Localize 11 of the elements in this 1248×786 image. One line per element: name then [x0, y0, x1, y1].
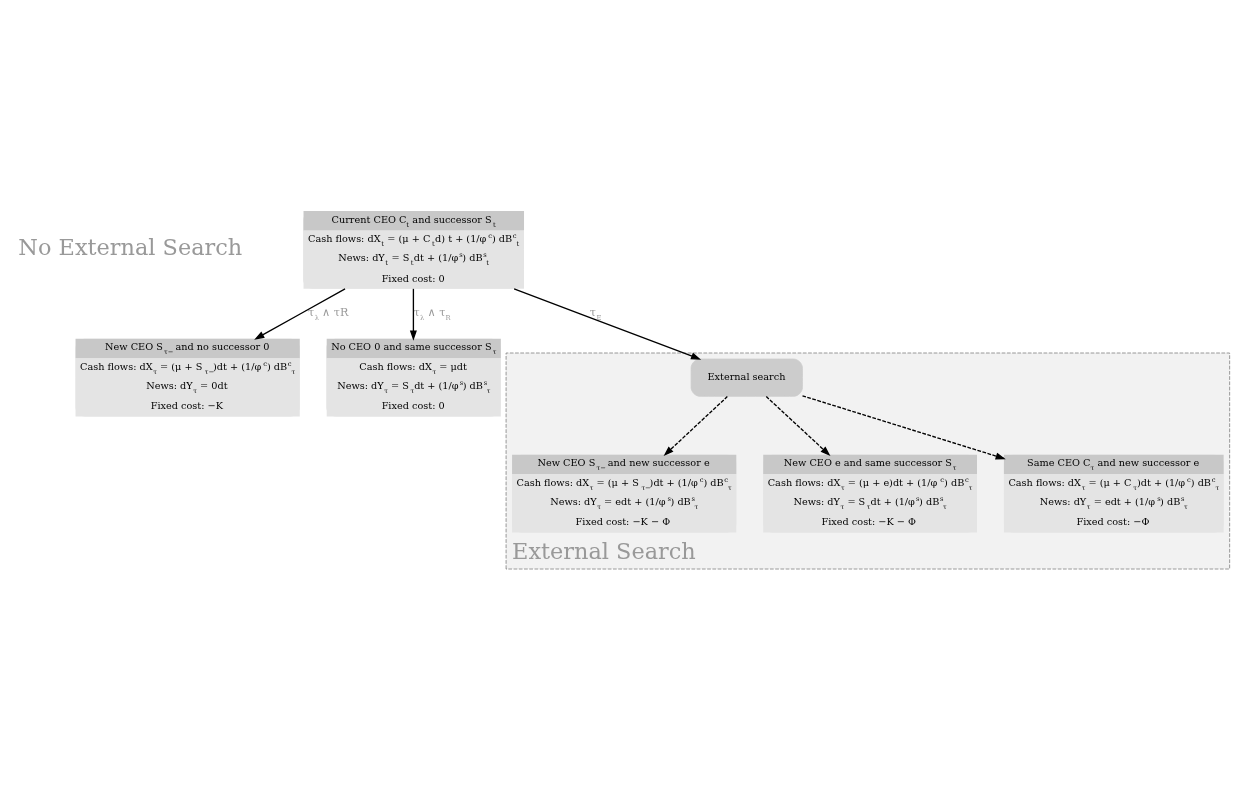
arrow — [254, 288, 346, 340]
edge-label: τ$_{λ}$ ∧ τR — [308, 305, 349, 322]
node-box: External search — [690, 358, 803, 397]
edge-label: τ$_{λ}$ ∧ τ$_{R}$ — [413, 305, 451, 322]
arrow — [765, 395, 831, 456]
edge-label: τ$_{E}$ — [589, 305, 602, 322]
label: No External Search — [18, 234, 243, 261]
arrow — [663, 395, 729, 457]
arrow — [409, 288, 417, 341]
arrow — [801, 395, 1006, 460]
arrow — [513, 288, 702, 360]
